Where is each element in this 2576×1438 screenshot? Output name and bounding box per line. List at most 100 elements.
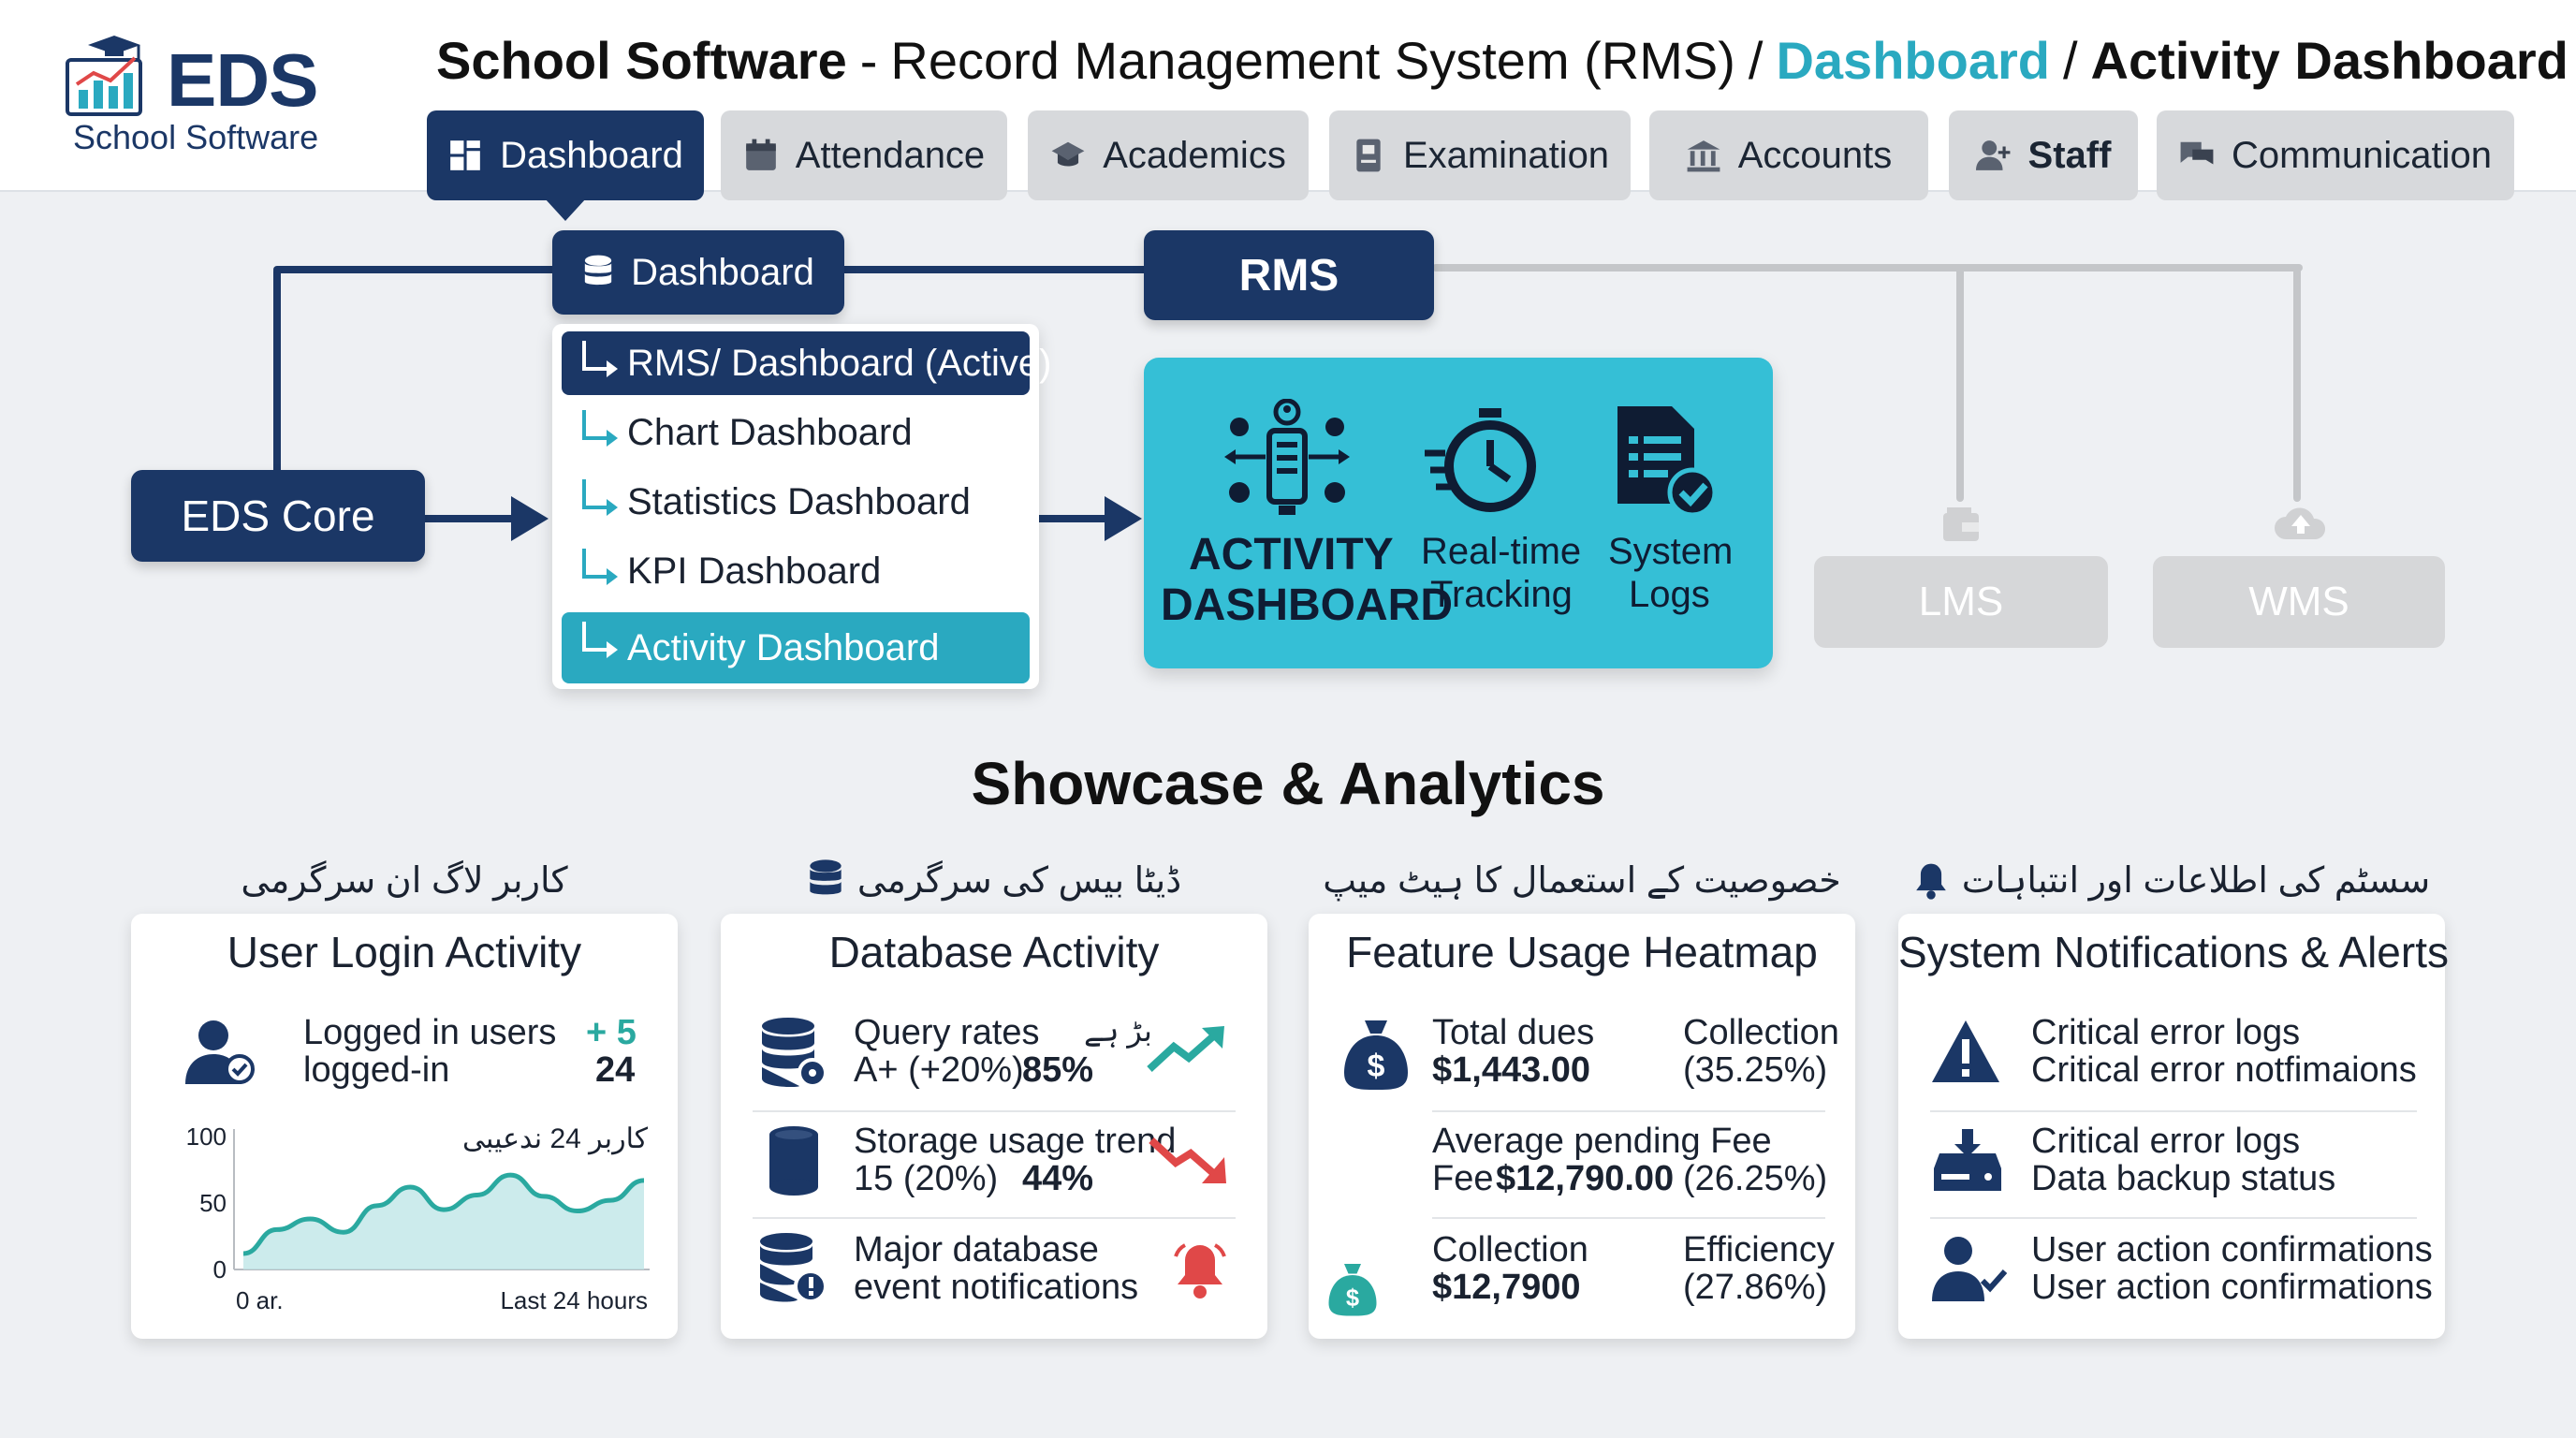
database-activity-card[interactable]: Database Activity Query rates بڑ ہے A+ (… [721,914,1267,1339]
connector-inactive [1956,268,1964,502]
lms-node[interactable]: LMS [1814,556,2108,648]
collection-label: Collection [1683,1013,1839,1052]
chart-tag: کاربر 24 ندعیبی [462,1123,649,1155]
brand-name: EDS [167,38,318,122]
alert-c-line1: User action confirmations [2031,1230,2433,1269]
tab-academics[interactable]: Academics [1028,110,1309,200]
submenu-arrow-icon [582,549,618,585]
trend-down-icon [1149,1137,1226,1183]
alert-a-line1: Critical error logs [2031,1013,2301,1052]
tab-examination[interactable]: Examination [1329,110,1631,200]
breadcrumb: School Software-Record Management System… [436,30,2569,91]
breadcrumb-dashboard-link[interactable]: Dashboard [1776,31,2050,90]
breadcrumb-separator: - [859,31,878,90]
tab-attendance[interactable]: Attendance [721,110,1007,200]
alert-a-line2: Critical error notfimaions [2031,1050,2417,1090]
menu-item-rms-dashboard[interactable]: RMS/ Dashboard (Active) [562,331,1051,395]
wms-node[interactable]: WMS [2153,556,2445,648]
wms-label: WMS [2248,579,2349,624]
tab-communication[interactable]: Communication [2157,110,2514,200]
major-events-line2: event notifications [854,1268,1139,1307]
grid-icon [450,140,480,170]
system-alerts-card[interactable]: System Notifications & Alerts Critical e… [1898,914,2449,1339]
login-area-fill [243,1175,644,1269]
tab-label: Communication [2232,134,2492,176]
divider [1432,1217,1825,1219]
breadcrumb-root[interactable]: School Software [436,31,847,90]
eds-core-node[interactable]: EDS Core [131,470,425,562]
user-check-icon [1932,1237,2007,1301]
urdu-caption-text: خصوصیت کے استعمال کا ہیٹ میپ [1323,860,1841,901]
connector [842,266,1151,273]
card-title: Feature Usage Heatmap [1346,928,1818,976]
drive-download-icon [1934,1129,2001,1191]
urdu-caption-text: سسٹم کی اطلاعات اور انتباہات [1961,860,2431,901]
major-events-line1: Major database [854,1230,1099,1269]
system-logs-icon [1617,406,1718,518]
money-bag-icon: $ [1328,1264,1377,1316]
menu-item-statistics-dashboard[interactable]: Statistics Dashboard [562,470,1030,534]
tab-label: Accounts [1737,134,1893,176]
urdu-caption-heatmap: خصوصیت کے استعمال کا ہیٹ میپ [1309,854,1855,906]
tab-accounts[interactable]: Accounts [1649,110,1928,200]
eds-logo[interactable]: EDS School Software [60,34,341,165]
logged-in-sublabel: logged-in [303,1050,450,1090]
menu-item-kpi-dashboard[interactable]: KPI Dashboard [562,539,1030,603]
query-rates-pct: 85% [1022,1050,1094,1090]
alert-c-line2: User action confirmations [2031,1268,2433,1307]
alert-b-line2: Data backup status [2031,1159,2336,1198]
breadcrumb-module[interactable]: Record Management System (RMS) [890,31,1735,90]
database-icon [810,859,842,895]
avg-pending-pct: (26.25%) [1683,1159,1828,1198]
x-start-label: 0 ar. [236,1286,284,1314]
stopwatch-icon [1425,408,1536,512]
logged-in-count: 24 [595,1050,636,1090]
tab-staff[interactable]: Staff [1949,110,2138,200]
connector [1039,515,1112,522]
efficiency-pct: (27.86%) [1683,1268,1828,1307]
eds-core-label: EDS Core [181,492,375,540]
menu-item-activity-dashboard[interactable]: Activity Dashboard [562,612,1030,683]
breadcrumb-slash: / [2062,31,2078,90]
exam-paper-icon [1356,139,1381,172]
divider [1930,1110,2417,1112]
feature-heatmap-card[interactable]: Feature Usage Heatmap $ Total dues $1,44… [1309,914,1855,1339]
rms-node[interactable]: RMS [1144,230,1434,320]
submenu-arrow-icon [582,479,618,516]
logged-in-label: Logged in users [303,1013,557,1052]
connector [273,268,281,476]
rms-label: RMS [1238,250,1339,301]
bell-icon [1915,863,1946,900]
submenu-arrow-icon [582,622,618,658]
dashboard-node[interactable]: Dashboard [552,230,844,315]
svg-text:$: $ [1368,1049,1385,1084]
bank-icon [1687,140,1720,172]
tab-dashboard[interactable]: Dashboard [427,110,704,221]
collection-2-label: Collection [1432,1230,1588,1269]
card-title: User Login Activity [227,928,582,976]
activity-dashboard-panel[interactable]: ACTIVITY DASHBOARD Real-time Tracking Sy… [1144,358,1773,668]
warning-icon [1932,1020,1999,1082]
graduation-chart-icon [66,36,142,116]
submenu-arrow-icon [582,341,618,377]
query-rates-urdu: بڑ ہے [1084,1014,1152,1048]
query-rates-sub: A+ (+20%) [854,1050,1024,1090]
menu-item-label: KPI Dashboard [627,550,882,592]
menu-item-chart-dashboard[interactable]: Chart Dashboard [562,401,1030,464]
dashboard-submenu: RMS/ Dashboard (Active) Chart Dashboard … [552,324,1051,689]
tab-label: Academics [1103,134,1286,176]
avg-pending-prefix: Fee [1432,1159,1494,1198]
urdu-caption-alerts: سسٹم کی اطلاعات اور انتباہات [1898,854,2445,906]
connector-inactive [2293,268,2301,502]
collection-pct: (35.25%) [1683,1050,1828,1090]
urdu-caption-text: کاربر لاگ ان سرگرمی [241,860,568,901]
card-title: System Notifications & Alerts [1898,928,2449,976]
breadcrumb-current: Activity Dashboard [2090,31,2569,90]
tab-label: Examination [1402,134,1610,176]
realtime-line1: Real-time [1421,531,1582,572]
storage-trend-sub: 15 (20%) [854,1159,999,1198]
trend-up-icon [1147,1026,1224,1072]
database-settings-icon [762,1018,827,1088]
user-login-card[interactable]: User Login Activity Logged in users logg… [131,914,678,1339]
